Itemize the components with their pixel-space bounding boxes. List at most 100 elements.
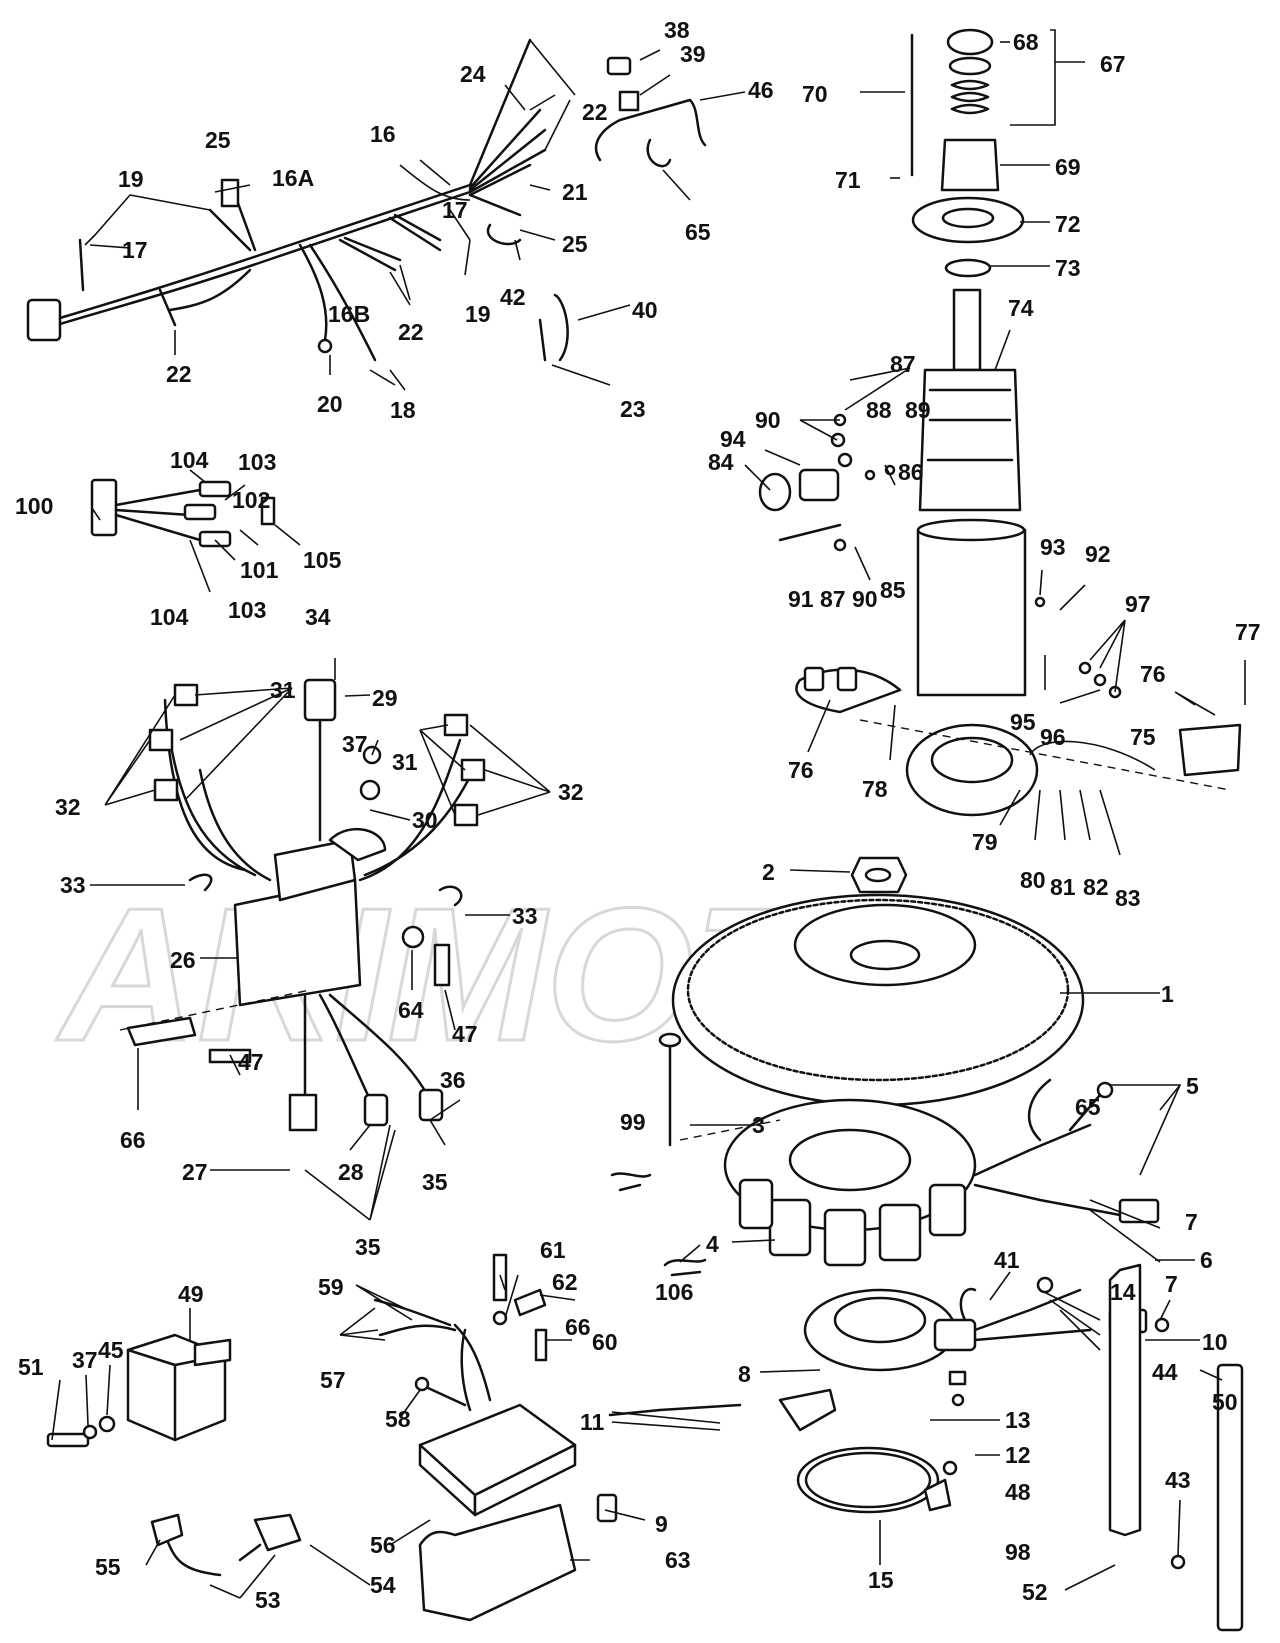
- callout-77: 77: [1235, 619, 1261, 645]
- callout-58: 58: [385, 1406, 411, 1432]
- callout-22-left: 22: [166, 361, 192, 387]
- callout-20: 20: [317, 391, 343, 417]
- callout-71: 71: [835, 167, 861, 193]
- callout-78: 78: [862, 776, 888, 802]
- callout-37-lower: 37: [72, 1347, 98, 1373]
- callout-48: 48: [1005, 1479, 1031, 1505]
- callout-68: 68: [1013, 29, 1039, 55]
- callout-7-lower: 7: [1165, 1271, 1178, 1297]
- callout-38: 38: [664, 17, 690, 43]
- callout-1: 1: [1161, 981, 1174, 1007]
- callout-64: 64: [398, 997, 424, 1023]
- callout-32-left: 32: [55, 794, 81, 820]
- callout-9: 9: [655, 1511, 668, 1537]
- callout-31-left: 31: [270, 677, 296, 703]
- callout-106: 106: [655, 1279, 693, 1305]
- callout-41: 41: [994, 1247, 1020, 1273]
- callout-65-lower: 65: [1075, 1094, 1101, 1120]
- callout-87-lower: 87: [820, 586, 846, 612]
- terminal-strip: [1108, 1263, 1244, 1632]
- callout-82: 82: [1083, 874, 1109, 900]
- callout-45: 45: [98, 1337, 124, 1363]
- callout-93: 93: [1040, 534, 1066, 560]
- callout-75: 75: [1130, 724, 1156, 750]
- callout-25-right: 25: [562, 231, 588, 257]
- callout-15: 15: [868, 1567, 894, 1593]
- callout-72: 72: [1055, 211, 1081, 237]
- callout-3: 3: [752, 1112, 765, 1138]
- callout-57: 57: [320, 1367, 346, 1393]
- callout-99: 99: [620, 1109, 646, 1135]
- callout-19-right: 19: [465, 301, 491, 327]
- callout-50: 50: [1212, 1389, 1238, 1415]
- callout-49: 49: [178, 1281, 204, 1307]
- callout-39: 39: [680, 41, 706, 67]
- callout-101: 101: [240, 557, 279, 583]
- callout-90-upper: 90: [755, 407, 781, 433]
- callout-103-upper: 103: [238, 449, 276, 475]
- callout-47-lower: 47: [238, 1049, 264, 1075]
- callout-96: 96: [1040, 724, 1066, 750]
- callout-35-bottom: 35: [355, 1234, 381, 1260]
- callout-22-top: 22: [582, 99, 608, 125]
- callout-4: 4: [706, 1231, 719, 1257]
- callout-76-right: 76: [1140, 661, 1166, 687]
- callout-81: 81: [1050, 874, 1076, 900]
- callout-91: 91: [788, 586, 814, 612]
- callout-86: 86: [898, 459, 924, 485]
- callout-52: 52: [1022, 1579, 1048, 1605]
- callout-66-right: 66: [565, 1314, 591, 1340]
- callout-12: 12: [1005, 1442, 1031, 1468]
- callout-43: 43: [1165, 1467, 1191, 1493]
- callout-16b: 16B: [328, 301, 370, 327]
- callout-79: 79: [972, 829, 998, 855]
- clips-and-brackets: [486, 56, 707, 362]
- callout-62: 62: [552, 1269, 578, 1295]
- callout-89: 89: [905, 397, 931, 423]
- connector-block: [90, 478, 276, 548]
- callout-102: 102: [232, 487, 270, 513]
- small-clips: [596, 1172, 707, 1523]
- callout-84: 84: [708, 449, 734, 475]
- starter-motor: [795, 28, 1242, 817]
- callout-104-upper: 104: [170, 447, 209, 473]
- callout-11: 11: [580, 1409, 605, 1435]
- callout-61: 61: [540, 1237, 566, 1263]
- callout-46: 46: [748, 77, 774, 103]
- callout-labels: 1 2 3 4 5 6 7 7 8 9 10 11 12 13 14 15 16…: [15, 17, 1261, 1613]
- callout-66-left: 66: [120, 1127, 146, 1153]
- callout-83: 83: [1115, 885, 1141, 911]
- callout-26: 26: [170, 947, 196, 973]
- callout-95: 95: [1010, 709, 1036, 735]
- brush-holder-cluster: [758, 413, 896, 552]
- callout-63: 63: [665, 1547, 691, 1573]
- callout-76-left: 76: [788, 757, 814, 783]
- callout-40: 40: [632, 297, 658, 323]
- callout-59: 59: [318, 1274, 344, 1300]
- callout-31-right: 31: [392, 749, 418, 775]
- callout-6: 6: [1200, 1247, 1213, 1273]
- callout-103-lower: 103: [228, 597, 266, 623]
- callout-5: 5: [1186, 1073, 1199, 1099]
- callout-19-left: 19: [118, 166, 144, 192]
- callout-94: 94: [720, 426, 746, 452]
- rectifier-regulator: [373, 1253, 577, 1622]
- callout-69: 69: [1055, 154, 1081, 180]
- callout-35-right: 35: [422, 1169, 448, 1195]
- dashed-guide-line: [119, 989, 311, 1031]
- callout-98: 98: [1005, 1539, 1031, 1565]
- ignition-coil: [46, 1333, 302, 1577]
- callout-16a: 16A: [272, 165, 314, 191]
- callout-90-lower: 90: [852, 586, 878, 612]
- callout-33-right: 33: [512, 903, 538, 929]
- callout-10: 10: [1202, 1329, 1228, 1355]
- callout-23: 23: [620, 396, 646, 422]
- callout-80: 80: [1020, 867, 1046, 893]
- callout-105: 105: [303, 547, 342, 573]
- callout-24: 24: [460, 61, 486, 87]
- callout-16: 16: [370, 121, 396, 147]
- callout-14: 14: [1110, 1279, 1136, 1305]
- callout-53: 53: [255, 1587, 281, 1613]
- callout-30: 30: [412, 807, 438, 833]
